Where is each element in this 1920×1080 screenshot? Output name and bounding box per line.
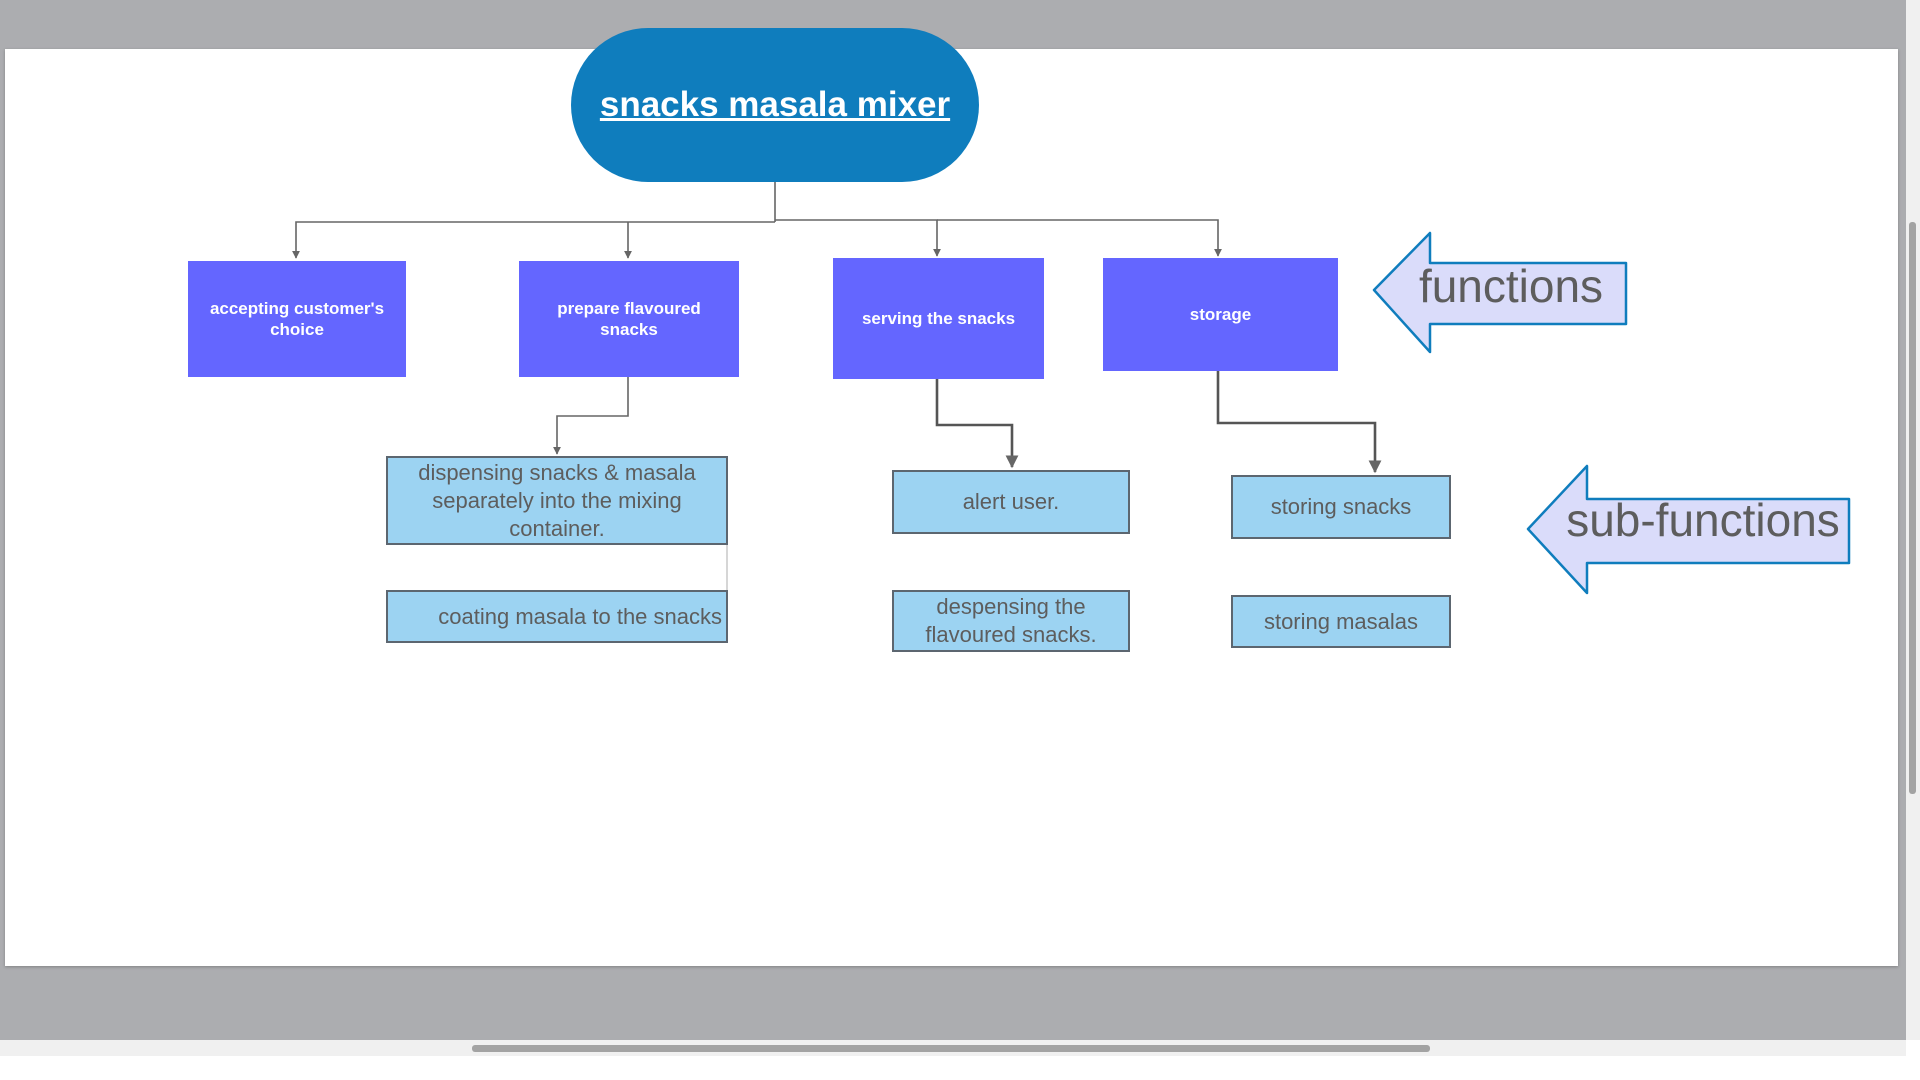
connector-root-to-function-4 [937, 219, 1222, 257]
subfunctions-legend-label: sub-functions [1566, 494, 1840, 546]
left-arrow-shape [1372, 231, 1628, 354]
functions-legend-arrow[interactable] [1372, 230, 1630, 356]
connector-root-to-function-1 [292, 221, 775, 259]
connector-root-to-function-3 [775, 219, 941, 257]
connector-function-2-to-sub-1 [553, 377, 629, 455]
diagram-title: snacks masala mixer [599, 85, 951, 124]
horizontal-scrollbar-thumb[interactable] [472, 1045, 1430, 1052]
subfunction-box-dispensing-flavoured[interactable]: despensing the flavoured snacks. [892, 590, 1130, 652]
subfunction-box-storing-snacks[interactable]: storing snacks [1231, 475, 1451, 539]
subfunction-box-alert-user[interactable]: alert user. [892, 470, 1130, 534]
left-arrow-shape [1526, 464, 1851, 595]
root-node[interactable]: snacks masala mixer [571, 28, 979, 182]
subfunction-box-dispensing[interactable]: dispensing snacks & masala separately in… [386, 456, 728, 545]
function-box-accepting-choice[interactable]: accepting customer's choice [188, 261, 406, 377]
subfunction-box-coating[interactable]: coating masala to the snacks [386, 590, 728, 643]
subfunction-box-storing-masalas[interactable]: storing masalas [1231, 595, 1451, 648]
vertical-scrollbar-thumb[interactable] [1909, 222, 1916, 794]
function-box-prepare-snacks[interactable]: prepare flavoured snacks [519, 261, 739, 377]
subfunctions-legend-arrow[interactable] [1526, 463, 1853, 597]
function-box-serving-snacks[interactable]: serving the snacks [833, 258, 1044, 379]
function-box-storage[interactable]: storage [1103, 258, 1338, 371]
connector-function-4-to-sub-5 [1216, 371, 1382, 474]
functions-legend-label: functions [1418, 260, 1604, 312]
connector-function-3-to-sub-3 [935, 379, 1019, 469]
